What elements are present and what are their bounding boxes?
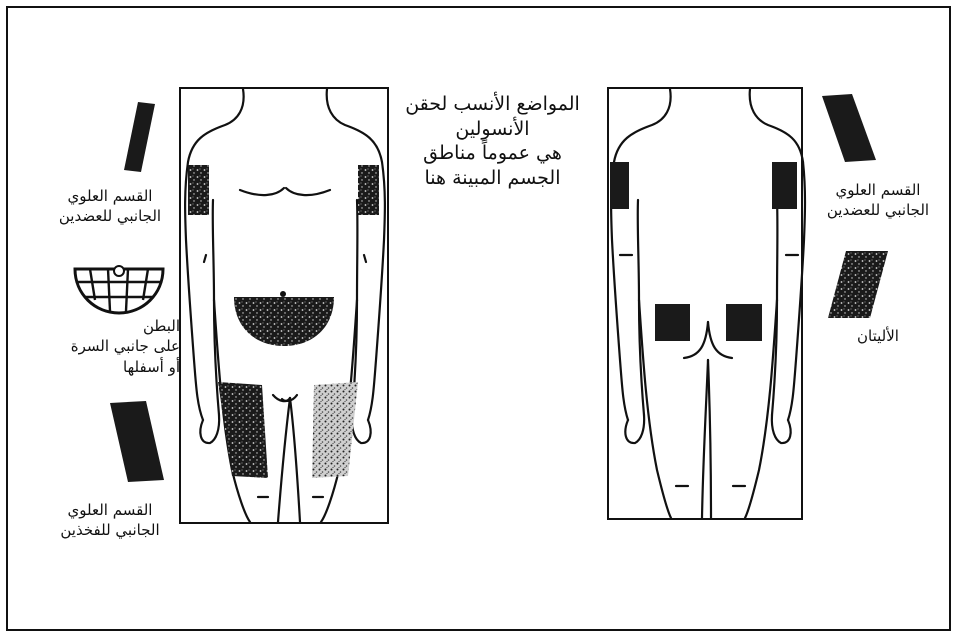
back-buttock-right-region (726, 304, 762, 341)
front-view-figure (180, 88, 388, 523)
label-line: على جانبي السرة (40, 336, 180, 356)
label-line: الجانبي للعضدين (808, 200, 948, 220)
label-back-upper-arms: القسم العلوي الجانبي للعضدين (808, 180, 948, 221)
navel-dot (280, 291, 286, 297)
title-line: المواضع الأنسب لحقن (385, 92, 600, 117)
label-line: القسم العلوي (808, 180, 948, 200)
title-line: الأنسولين (385, 117, 600, 142)
abdomen-icon (75, 266, 163, 313)
thigh-icon (42, 401, 164, 482)
front-upper-arm-left-region (188, 165, 209, 215)
label-front-abdomen: البطن على جانبي السرة أو أسفلها (40, 316, 180, 377)
title-line: الجسم المبينة هنا (385, 166, 600, 191)
front-upper-arm-right-region (358, 165, 379, 215)
label-line: أو أسفلها (40, 357, 180, 377)
front-thigh-right-region (312, 382, 358, 478)
upper-arm-icon (124, 102, 155, 172)
label-line: الجانبي للفخذين (40, 520, 180, 540)
title-line: هي عموماً مناطق (385, 141, 600, 166)
label-line: القسم العلوي (40, 186, 180, 206)
back-upper-arm-left-region (610, 162, 629, 209)
back-upper-arm-right-region (772, 162, 797, 209)
back-view-figure (608, 88, 805, 519)
label-line: الأليتان (808, 326, 948, 346)
label-back-buttocks: الأليتان (808, 326, 948, 346)
front-thigh-left-region (218, 382, 268, 478)
back-upper-arm-icon (822, 94, 876, 162)
label-front-upper-arms: القسم العلوي الجانبي للعضدين (40, 186, 180, 227)
diagram-title: المواضع الأنسب لحقن الأنسولين هي عموماً … (385, 92, 600, 191)
label-line: القسم العلوي (40, 500, 180, 520)
label-front-thighs: القسم العلوي الجانبي للفخذين (40, 500, 180, 541)
label-line: البطن (40, 316, 180, 336)
front-abdomen-region (234, 297, 334, 346)
front-icons (42, 102, 164, 482)
label-line: الجانبي للعضدين (40, 206, 180, 226)
buttocks-icon (828, 251, 888, 318)
back-buttock-left-region (655, 304, 690, 341)
